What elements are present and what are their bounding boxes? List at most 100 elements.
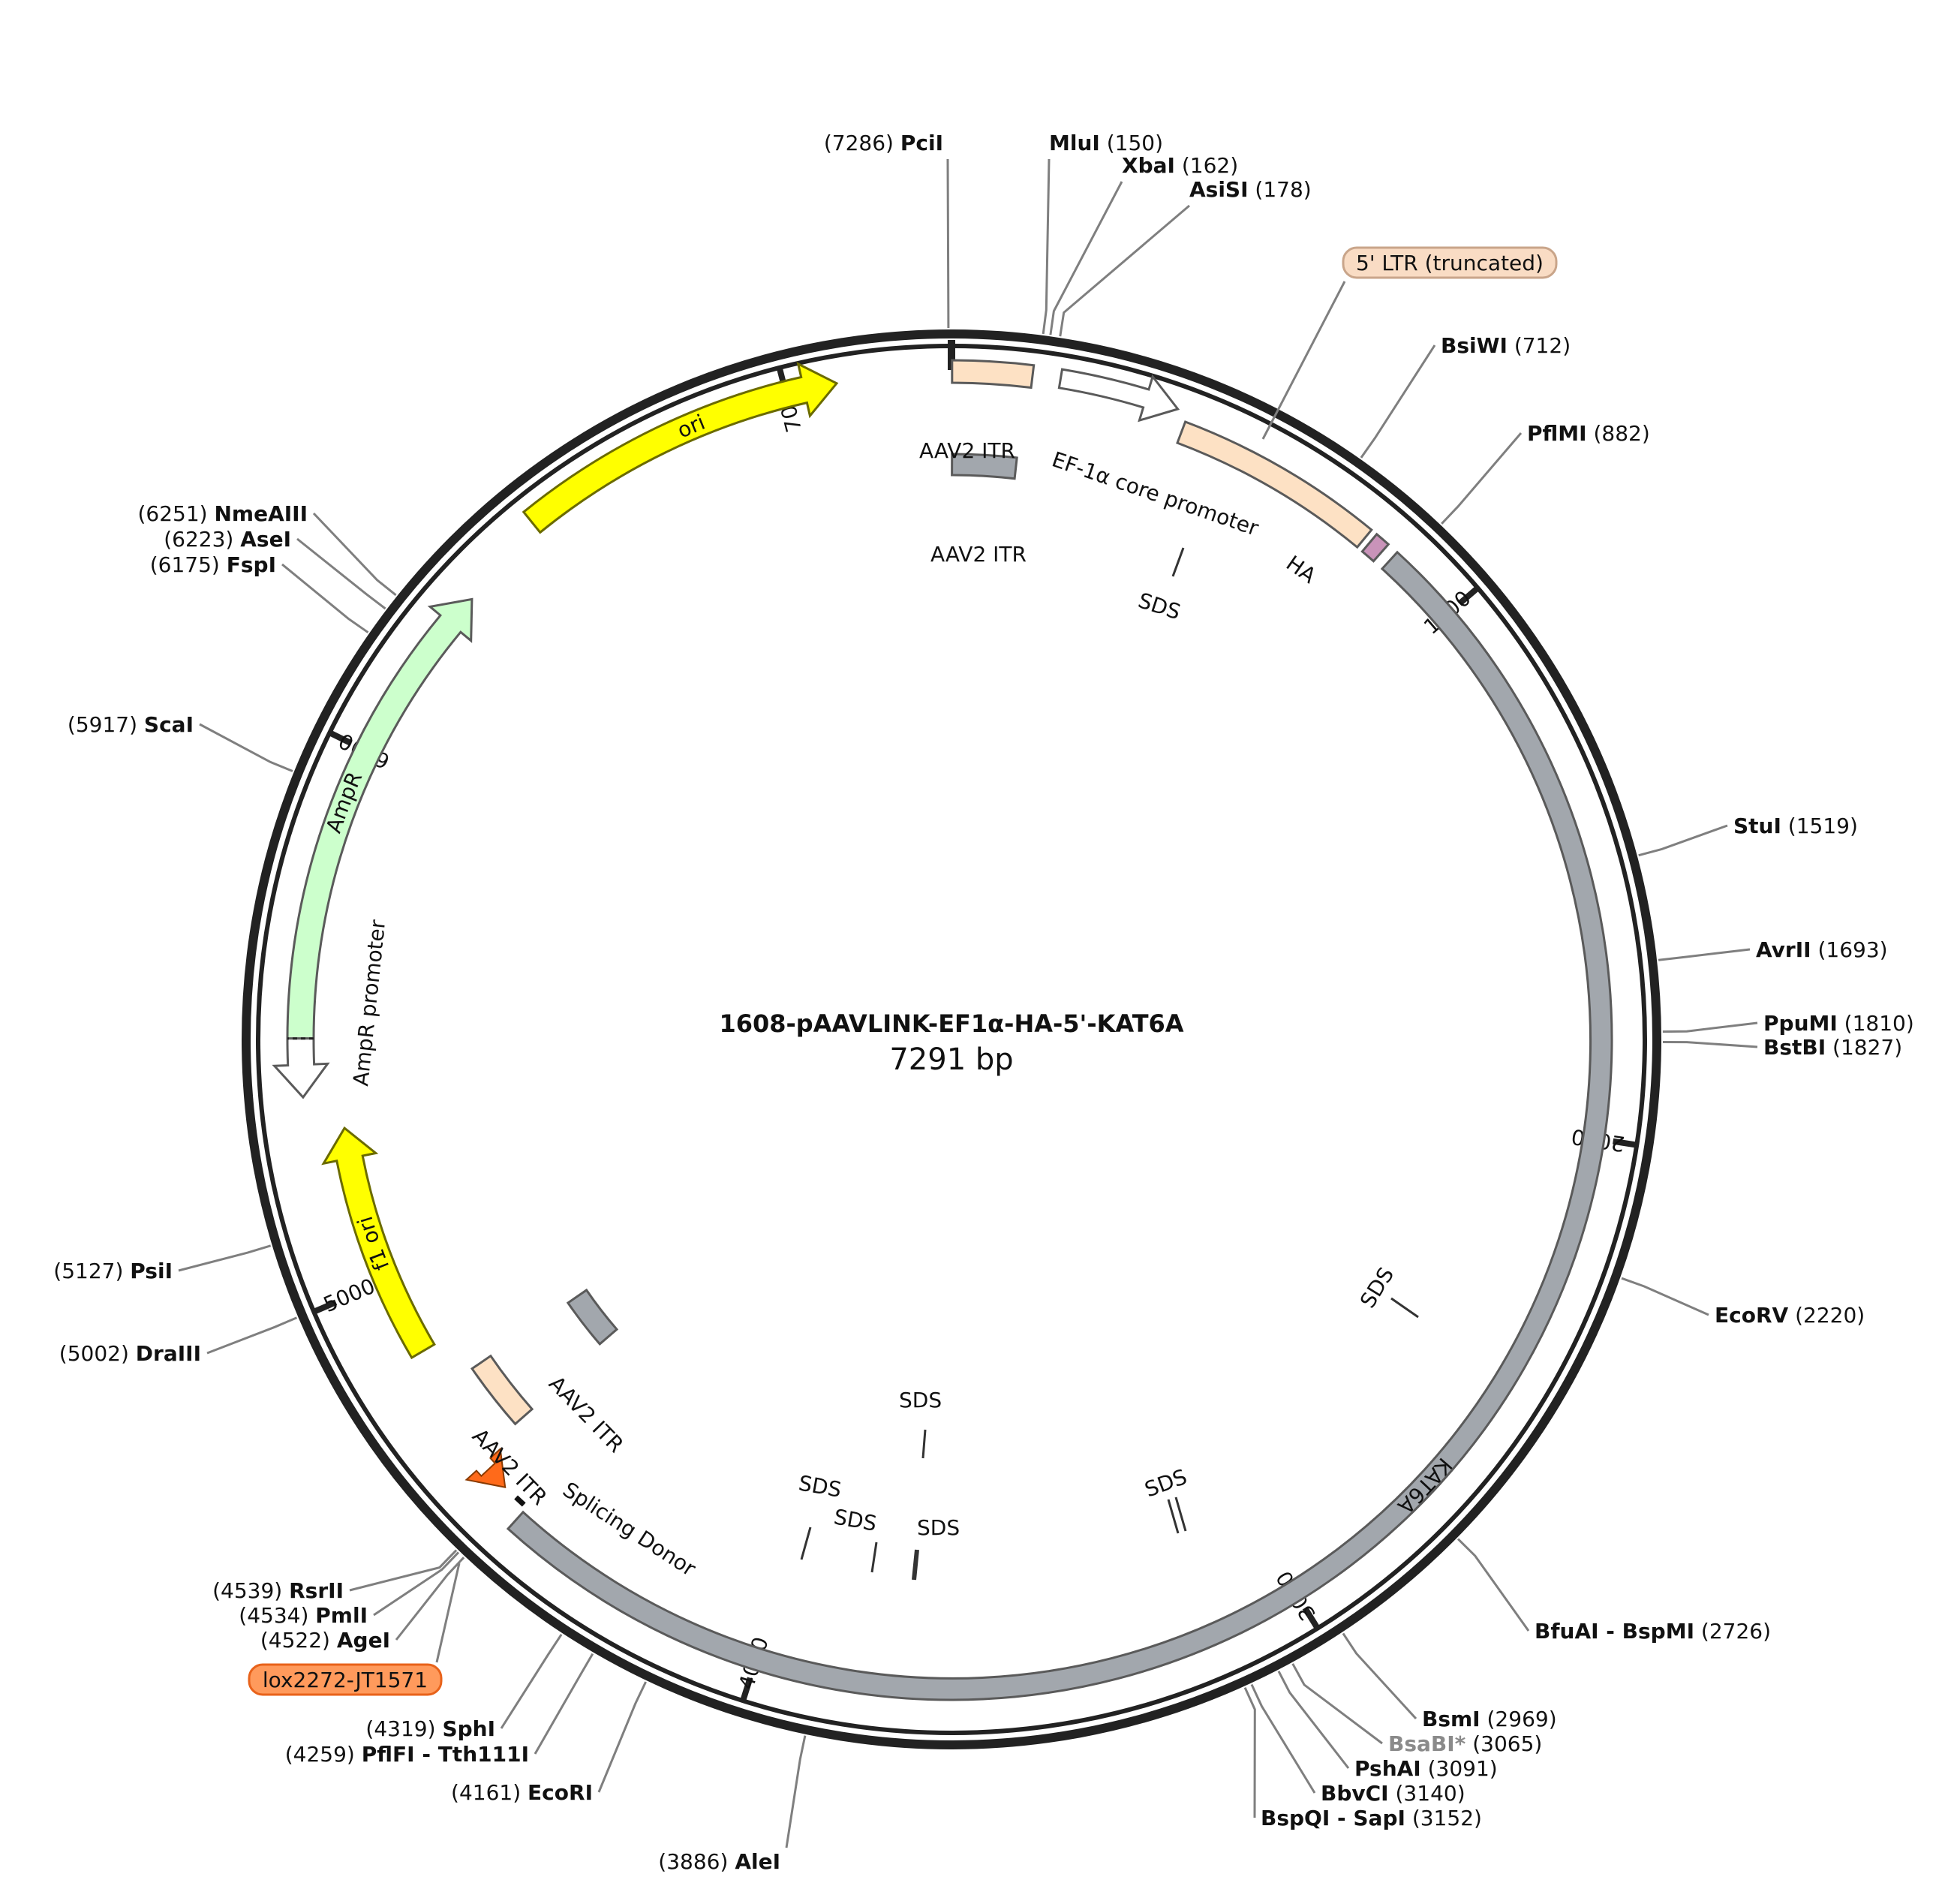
site-position: (162) <box>1175 153 1238 178</box>
feature-ampr-promoter[interactable] <box>272 1037 330 1099</box>
site-name: BfuAI - BspMI <box>1535 1619 1694 1644</box>
site-label-pflmi[interactable]: PflMI (882) <box>1527 421 1650 446</box>
feature-ampr[interactable] <box>286 597 473 1040</box>
site-leader-25 <box>178 1244 272 1272</box>
feature-splicing-donor[interactable] <box>464 1447 507 1488</box>
site-leader-23 <box>349 1549 458 1592</box>
site-position: (6251) <box>137 501 214 526</box>
site-leader-29 <box>312 512 397 597</box>
site-position: (3091) <box>1421 1756 1498 1781</box>
site-label-scai[interactable]: (5917) ScaI <box>68 712 194 737</box>
feature-aav2-itr-top-inner[interactable] <box>951 453 1018 480</box>
site-label-bsmi[interactable]: BsmI (2969) <box>1422 1707 1557 1731</box>
site-position: (1693) <box>1811 937 1888 962</box>
site-label-pshai[interactable]: PshAI (3091) <box>1354 1756 1498 1781</box>
tick-4000 <box>740 1677 753 1701</box>
site-name: ScaI <box>144 712 194 737</box>
site-label-mlui[interactable]: MluI (150) <box>1049 131 1163 155</box>
site-position: (6223) <box>164 527 240 552</box>
site-position: (7286) <box>824 131 900 155</box>
site-label-nmeaiii[interactable]: (6251) NmeAIII <box>137 501 308 526</box>
tick-1000 <box>1457 586 1479 606</box>
site-leader-6 <box>1638 824 1728 857</box>
site-label-sphi[interactable]: (4319) SphI <box>365 1716 495 1741</box>
tick-6000 <box>329 730 353 746</box>
feature-aav2-itr-bottom-outer[interactable] <box>470 1354 534 1426</box>
ltr-badge-text: 5' LTR (truncated) <box>1356 251 1544 275</box>
feature-ha[interactable] <box>1360 532 1390 563</box>
site-label-bfuai-bspmi[interactable]: BfuAI - BspMI (2726) <box>1535 1619 1771 1644</box>
site-label-psii[interactable]: (5127) PsiI <box>53 1259 173 1283</box>
sds-mark-3 <box>921 1429 927 1459</box>
site-leader-26 <box>199 723 293 772</box>
site-leader-18 <box>597 1681 647 1793</box>
site-label-xbai[interactable]: XbaI (162) <box>1122 153 1238 178</box>
backbone-outer-ring <box>242 329 1661 1749</box>
site-label-avrii[interactable]: AvrII (1693) <box>1756 937 1888 962</box>
feature-aav2-itr-bottom-inner[interactable] <box>566 1288 619 1346</box>
site-label-bbvci[interactable]: BbvCI (3140) <box>1321 1781 1465 1806</box>
ltr-leader <box>1261 281 1346 440</box>
site-label-ecori[interactable]: (4161) EcoRI <box>451 1780 593 1805</box>
site-label-ecorv[interactable]: EcoRV (2220) <box>1715 1303 1865 1328</box>
sds-mark-1 <box>1171 547 1185 577</box>
site-leader-20 <box>500 1633 563 1729</box>
lox-leader <box>435 1563 461 1663</box>
lox-badge-text: lox2272-JT1571 <box>263 1668 428 1692</box>
lox-badge[interactable] <box>248 1663 443 1696</box>
site-label-bstbi[interactable]: BstBI (1827) <box>1763 1035 1902 1060</box>
site-label-ppumi[interactable]: PpuMI (1810) <box>1763 1011 1914 1036</box>
site-name: BspQI - SapI <box>1261 1806 1405 1830</box>
site-name: PmlI <box>315 1603 368 1628</box>
feature-ori[interactable] <box>522 362 839 534</box>
site-position: (4539) <box>212 1578 289 1603</box>
sds-mark-4b <box>1167 1499 1180 1534</box>
label-ampr-promoter: AmpR promoter <box>348 919 390 1087</box>
site-name: SphI <box>442 1716 495 1741</box>
site-position: (1810) <box>1838 1011 1914 1036</box>
site-position: (2220) <box>1788 1303 1865 1328</box>
site-leader-28 <box>296 537 386 610</box>
site-label-pflfi-tth111i[interactable]: (4259) PflFI - Tth111I <box>285 1742 529 1767</box>
site-position: (3886) <box>658 1849 735 1874</box>
feature-aav2-itr-top-outer[interactable] <box>951 359 1036 390</box>
site-leader-15 <box>1250 1683 1316 1794</box>
site-label-bsabi-[interactable]: BsaBI* (3065) <box>1388 1731 1542 1756</box>
site-position: (5002) <box>59 1341 136 1366</box>
site-label-alei[interactable]: (3886) AleI <box>658 1849 780 1874</box>
site-label-pmli[interactable]: (4534) PmlI <box>239 1603 368 1628</box>
site-label-bsiwi[interactable]: BsiWI (712) <box>1441 333 1571 358</box>
site-name: PciI <box>900 131 943 155</box>
site-label-stui[interactable]: StuI (1519) <box>1733 814 1858 838</box>
site-leader-1 <box>1042 158 1051 335</box>
site-label-draiii[interactable]: (5002) DraIII <box>59 1341 201 1366</box>
site-leader-9 <box>1662 1041 1758 1048</box>
site-name: PpuMI <box>1763 1011 1838 1036</box>
ltr-badge[interactable] <box>1342 246 1558 279</box>
site-name: NmeAIII <box>214 501 308 526</box>
site-name: PflFI - Tth111I <box>362 1742 529 1767</box>
tick-5000 <box>314 1299 338 1314</box>
sds-label-7: SDS <box>917 1515 960 1540</box>
feature-5-ltr-truncated[interactable] <box>1176 420 1373 549</box>
feature-f1-ori[interactable] <box>321 1126 436 1360</box>
site-leader-8 <box>1662 1021 1758 1033</box>
site-label-fspi[interactable]: (6175) FspI <box>150 552 276 577</box>
site-name: PshAI <box>1354 1756 1421 1781</box>
site-label-bspqi-sapi[interactable]: BspQI - SapI (3152) <box>1261 1806 1482 1830</box>
site-label-rsrii[interactable]: (4539) RsrII <box>212 1578 344 1603</box>
site-name: BsaBI* <box>1388 1731 1466 1756</box>
site-name: AseI <box>240 527 291 552</box>
sds-label-3: SDS <box>899 1388 942 1412</box>
site-label-asisi[interactable]: AsiSI (178) <box>1189 177 1312 202</box>
feature-ef1a-core-promoter[interactable] <box>1057 368 1180 423</box>
site-name: BstBI <box>1763 1035 1826 1060</box>
site-label-pcii[interactable]: (7286) PciI <box>824 131 943 155</box>
label-aav2-itr-3: AAV2 ITR <box>544 1371 629 1457</box>
site-label-agei[interactable]: (4522) AgeI <box>260 1628 390 1653</box>
site-label-asei[interactable]: (6223) AseI <box>164 527 291 552</box>
feature-kat6a[interactable] <box>506 550 1613 1701</box>
sds-mark-5 <box>800 1527 812 1560</box>
